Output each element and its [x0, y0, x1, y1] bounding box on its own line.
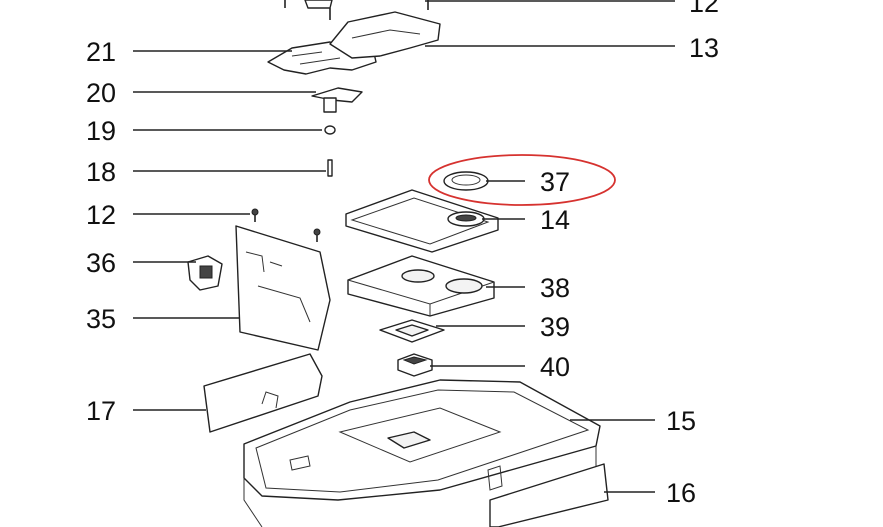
leader-lines: [133, 0, 675, 493]
label-part-12: 12: [86, 200, 116, 230]
label-part-16: 16: [666, 478, 696, 508]
label-part-40: 40: [540, 352, 570, 382]
label-part-19: 19: [86, 116, 116, 146]
part-16-panel: [489, 463, 609, 527]
part-39-gasket: [379, 319, 445, 343]
label-part-13: 13: [689, 33, 719, 63]
label-part-36: 36: [86, 248, 116, 278]
label-part-14: 14: [540, 205, 570, 235]
label-part-21: 21: [86, 37, 116, 67]
part-38-filter: [347, 255, 495, 317]
label-part-20: 20: [86, 78, 116, 108]
part-12-screws: [251, 208, 321, 242]
label-part-37: 37: [540, 167, 570, 197]
label-part-12-top: 12: [689, 0, 719, 18]
label-part-17: 17: [86, 396, 116, 426]
label-part-38: 38: [540, 273, 570, 303]
part-20-lever: [311, 87, 363, 113]
part-12-top-screws: [284, 0, 429, 20]
part-19-nut: [324, 125, 336, 135]
label-part-15: 15: [666, 406, 696, 436]
part-labels: 12 21 13 20 19 18 12 36 35 17 37 14 38 3…: [86, 0, 719, 508]
part-35-housing: [235, 225, 331, 351]
label-part-35: 35: [86, 304, 116, 334]
part-40-fan: [397, 353, 433, 377]
part-36-bracket: [187, 255, 223, 291]
part-37-ring: [443, 171, 489, 191]
part-13-cover: [329, 11, 441, 59]
part-14-lid: [345, 189, 499, 253]
label-part-18: 18: [86, 157, 116, 187]
label-part-39: 39: [540, 312, 570, 342]
highlight-circle: [428, 154, 616, 206]
part-18-pin: [327, 159, 333, 177]
part-17-panel: [203, 353, 323, 433]
